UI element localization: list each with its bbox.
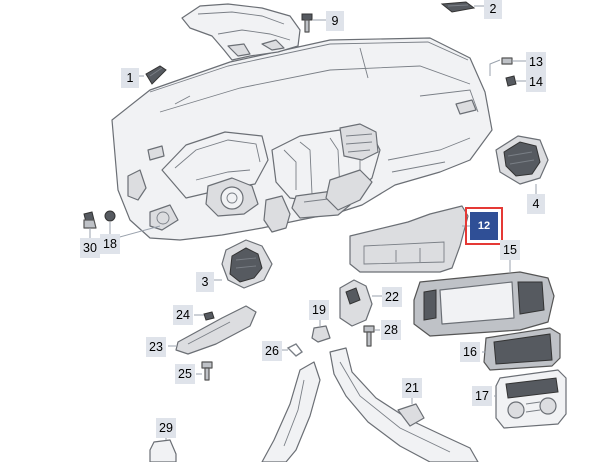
callout-1[interactable]: 1 xyxy=(121,68,139,88)
callout-25[interactable]: 25 xyxy=(175,364,195,384)
callout-12[interactable]: 12 xyxy=(465,207,503,245)
callout-28[interactable]: 28 xyxy=(381,320,401,340)
callout-4[interactable]: 4 xyxy=(527,194,545,214)
cap-19 xyxy=(311,318,331,343)
callout-13[interactable]: 13 xyxy=(526,52,546,72)
screw-9 xyxy=(301,13,328,33)
callout-16[interactable]: 16 xyxy=(460,342,480,362)
callout-29[interactable]: 29 xyxy=(156,418,176,438)
callout-26[interactable]: 26 xyxy=(262,341,282,361)
vent-4 xyxy=(495,135,549,194)
dashboard-panel xyxy=(111,37,493,241)
defroster-duct xyxy=(181,3,301,61)
callout-14[interactable]: 14 xyxy=(526,72,546,92)
callout-3[interactable]: 3 xyxy=(196,272,214,292)
callout-2[interactable]: 2 xyxy=(484,0,502,19)
trim-panel-12 xyxy=(349,205,472,273)
center-frame-15 xyxy=(413,260,555,337)
callout-17[interactable]: 17 xyxy=(472,386,492,406)
callout-23[interactable]: 23 xyxy=(146,337,166,357)
screw-25 xyxy=(196,361,213,381)
callout-18[interactable]: 18 xyxy=(100,234,120,254)
bracket-23 xyxy=(168,305,257,355)
vent-1 xyxy=(138,65,167,85)
support-brace-21 xyxy=(329,347,479,462)
callout-24[interactable]: 24 xyxy=(173,305,193,325)
switch-18 xyxy=(104,210,116,236)
display-16 xyxy=(482,327,561,371)
tray-29 xyxy=(149,434,177,462)
vent-3 xyxy=(214,239,273,289)
clip-26 xyxy=(282,343,304,357)
callout-21[interactable]: 21 xyxy=(402,378,422,398)
clip-24 xyxy=(194,311,215,321)
callout-19[interactable]: 19 xyxy=(309,300,329,320)
climate-panel-17 xyxy=(494,369,567,429)
clip-14 xyxy=(505,75,526,87)
switch-30 xyxy=(83,211,97,240)
screw-28 xyxy=(363,325,380,347)
clip-13 xyxy=(489,57,526,76)
bracket-22 xyxy=(339,279,382,327)
callout-15[interactable]: 15 xyxy=(500,240,520,260)
callout-30[interactable]: 30 xyxy=(80,238,100,258)
callout-9[interactable]: 9 xyxy=(326,11,344,31)
callout-22[interactable]: 22 xyxy=(382,287,402,307)
vent-2 xyxy=(440,1,486,13)
support-brace-left xyxy=(261,361,321,462)
